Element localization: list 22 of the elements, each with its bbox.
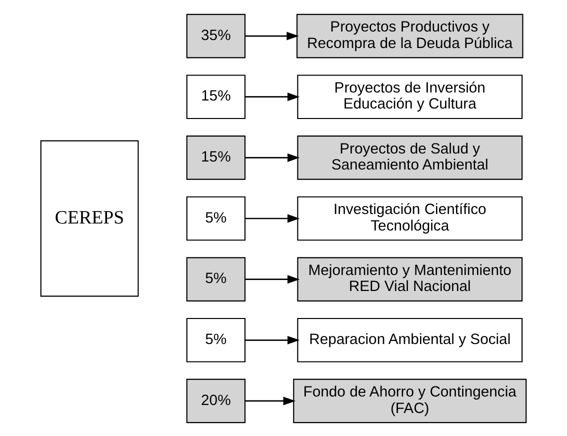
- arrow: [245, 214, 300, 222]
- node-box: 15%: [186, 74, 246, 119]
- node-box: 5%: [186, 196, 246, 240]
- node-box: 5%: [186, 317, 246, 362]
- arrow: [245, 92, 300, 101]
- node-box: Proyectos de Inversión Educación y Cultura: [297, 74, 523, 119]
- node-box: 15%: [186, 135, 246, 180]
- arrow: [245, 335, 300, 344]
- node-box: Fondo de Ahorro y Contingencia (FAC): [293, 378, 527, 423]
- node-box: 5%: [186, 256, 246, 301]
- node-box: 20%: [186, 378, 246, 423]
- node-box: Proyectos de Salud y Saneamiento Ambiental: [297, 135, 523, 180]
- node-box: Reparacion Ambiental y Social: [297, 317, 523, 362]
- node-box: Mejoramiento y Mantenimiento RED Vial Nacional: [297, 256, 523, 301]
- arrow: [245, 31, 299, 40]
- arrow: [245, 396, 296, 405]
- arrow: [245, 152, 300, 162]
- node-box: 35%: [186, 13, 246, 58]
- node-box: Proyectos Productivos y Recompra de la Deuda Pública: [296, 13, 524, 58]
- arrow: [245, 274, 300, 284]
- node-box: Investigación Científico Tecnológica: [297, 196, 523, 240]
- node-box: CEREPS: [40, 140, 139, 296]
